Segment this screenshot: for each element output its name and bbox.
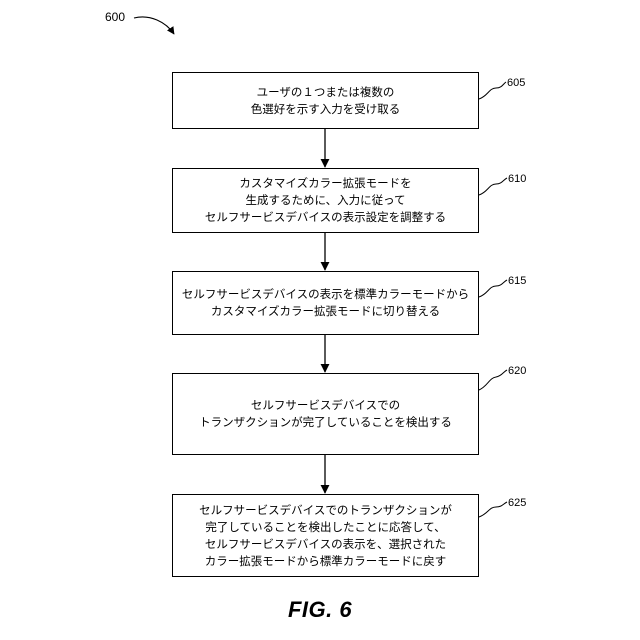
step-615-line-1: セルフサービスデバイスの表示を標準カラーモードから — [182, 286, 469, 303]
ref-610: 610 — [508, 173, 526, 185]
figure-caption: FIG. 6 — [0, 597, 640, 623]
step-625-line-1: セルフサービスデバイスでのトランザクションが — [199, 502, 452, 519]
ref-615: 615 — [508, 275, 526, 287]
leader-625 — [479, 502, 507, 517]
step-box-615: セルフサービスデバイスの表示を標準カラーモードから カスタマイズカラー拡張モード… — [172, 271, 479, 335]
step-625-line-4: カラー拡張モードから標準カラーモードに戻す — [205, 553, 447, 570]
step-620-line-2: トランザクションが完了していることを検出する — [199, 414, 452, 431]
step-625-line-3: セルフサービスデバイスの表示を、選択された — [205, 536, 446, 553]
step-625-line-2: 完了していることを検出したことに応答して、 — [205, 519, 445, 536]
leader-620 — [479, 370, 507, 390]
step-605-line-1: ユーザの１つまたは複数の — [257, 84, 395, 101]
label-600-arrow — [134, 17, 174, 34]
step-620-line-1: セルフサービスデバイスでの — [251, 397, 400, 414]
step-610-line-3: セルフサービスデバイスの表示設定を調整する — [205, 209, 446, 226]
step-box-625: セルフサービスデバイスでのトランザクションが 完了していることを検出したことに応… — [172, 494, 479, 577]
leader-610 — [479, 178, 507, 195]
step-610-line-1: カスタマイズカラー拡張モードを — [239, 175, 411, 192]
step-box-610: カスタマイズカラー拡張モードを 生成するために、入力に従って セルフサービスデバ… — [172, 168, 479, 233]
diagram-label: 600 — [105, 10, 125, 24]
step-box-620: セルフサービスデバイスでの トランザクションが完了していることを検出する — [172, 373, 479, 455]
step-box-605: ユーザの１つまたは複数の 色選好を示す入力を受け取る — [172, 72, 479, 129]
leader-605 — [479, 82, 506, 99]
step-615-line-2: カスタマイズカラー拡張モードに切り替える — [211, 303, 440, 320]
step-605-line-2: 色選好を示す入力を受け取る — [251, 101, 401, 118]
leader-615 — [479, 280, 507, 297]
ref-620: 620 — [508, 365, 526, 377]
ref-605: 605 — [507, 77, 525, 89]
ref-625: 625 — [508, 497, 526, 509]
step-610-line-2: 生成するために、入力に従って — [245, 192, 405, 209]
